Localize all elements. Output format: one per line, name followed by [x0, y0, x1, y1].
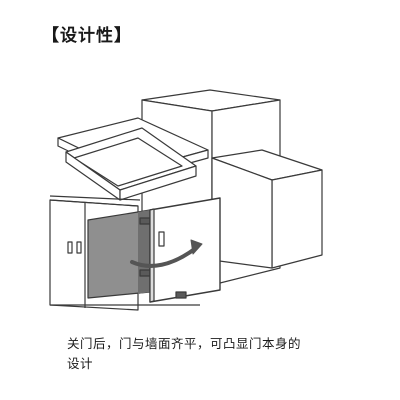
open-door: [149, 197, 221, 303]
caption-line-1: 关门后，门与墙面齐平，可凸显门本身的: [67, 336, 302, 351]
caption-line-2: 设计: [67, 356, 94, 371]
heading: 【设计性】: [42, 26, 132, 46]
caption: 关门后，门与墙面齐平，可凸显门本身的 设计: [67, 334, 357, 374]
low-wide-box-unit: [211, 149, 323, 269]
cabinet-opening: [87, 209, 151, 299]
door-swing-arrow-icon: [130, 239, 203, 268]
